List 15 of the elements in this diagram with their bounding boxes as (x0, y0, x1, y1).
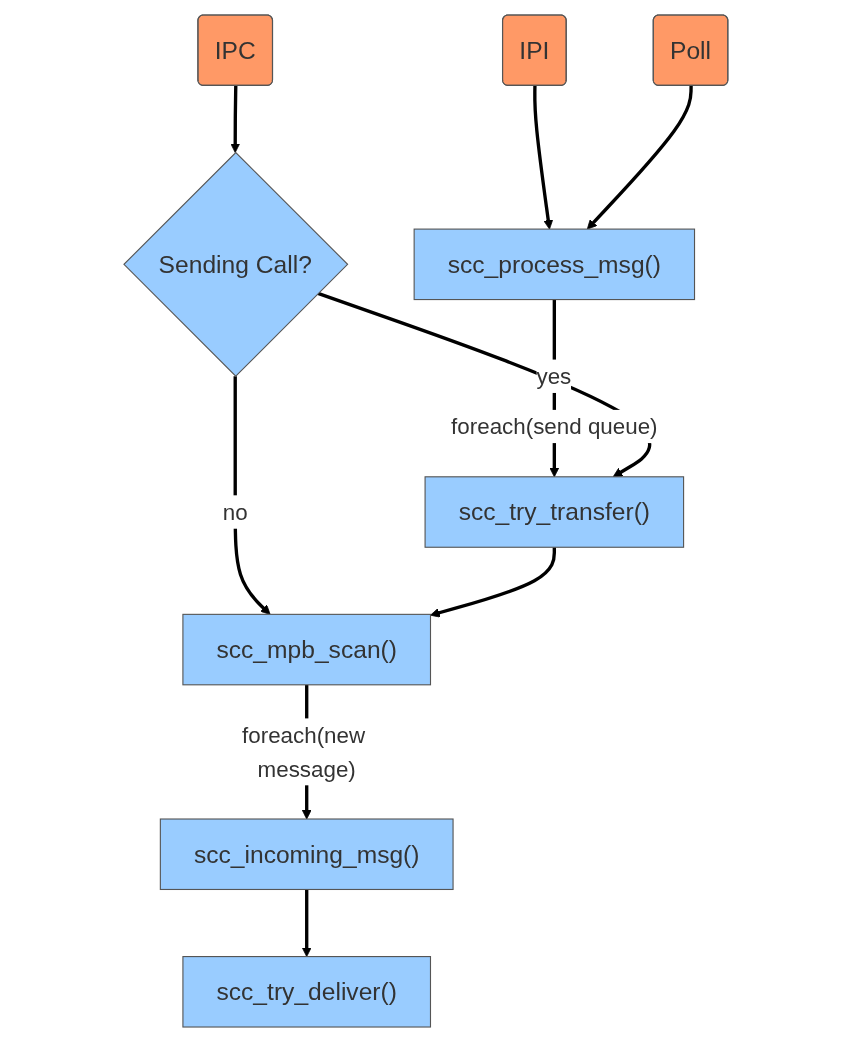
arrow (430, 546, 557, 618)
arrow (301, 889, 312, 957)
arrow (230, 85, 241, 153)
arrow (533, 85, 554, 230)
edge-label: foreach(send queue) (451, 413, 658, 439)
node-box: scc_mpb_scan() (182, 613, 432, 685)
node-box: scc_process_msg() (413, 228, 696, 300)
edge-label: yes (536, 363, 572, 388)
node-box: scc_incoming_msg() (159, 817, 454, 890)
edge-label: foreach(new message) (242, 722, 366, 781)
node-box: scc_try_transfer() (424, 475, 685, 548)
node-diamond: Sending Call? (123, 151, 349, 377)
arrow (587, 85, 693, 230)
edge-label: no (222, 499, 248, 524)
node-box: scc_try_deliver() (182, 955, 432, 1028)
